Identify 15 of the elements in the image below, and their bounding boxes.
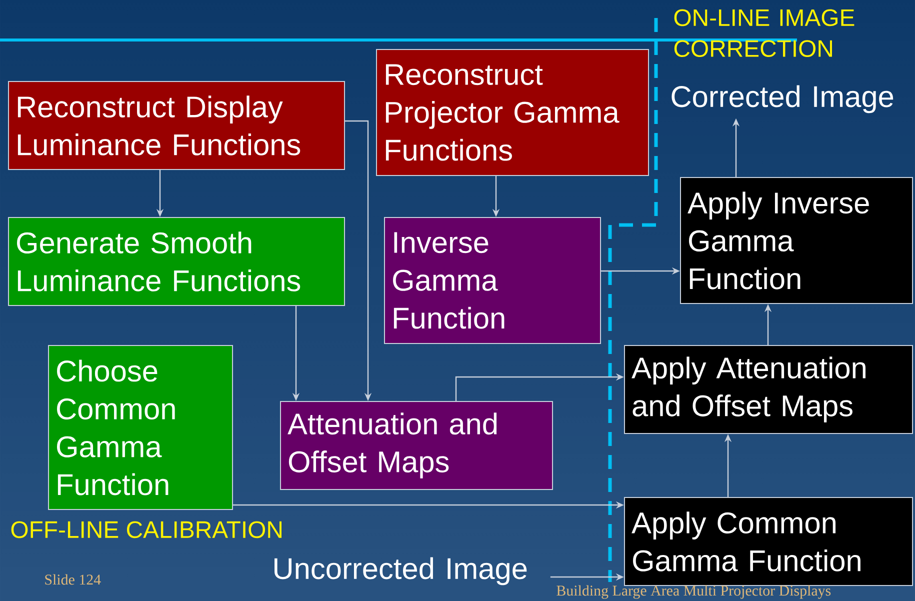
process-box: Attenuation and Offset Maps <box>280 401 553 490</box>
process-box: Reconstruct Projector Gamma Functions <box>376 49 649 176</box>
process-box: Choose Common Gamma Function <box>48 345 233 510</box>
footer-text: Building Large Area Multi Projector Displays <box>556 585 831 599</box>
image-label: Uncorrected Image <box>274 557 527 586</box>
section-heading: ON-LINE IMAGE CORRECTION <box>674 9 854 57</box>
process-box: Apply Inverse Gamma Function <box>680 177 913 304</box>
section-heading: OFF-LINE CALIBRATION <box>11 521 282 538</box>
process-box: Generate Smooth Luminance Functions <box>8 217 345 306</box>
slide-number: Slide 124 <box>45 574 101 585</box>
image-label: Corrected Image <box>672 85 894 114</box>
process-box: Apply Common Gamma Function <box>624 497 913 586</box>
process-box: Inverse Gamma Function <box>384 217 601 344</box>
process-box: Apply Attenuation and Offset Maps <box>624 345 913 434</box>
process-box: Reconstruct Display Luminance Functions <box>8 81 345 170</box>
